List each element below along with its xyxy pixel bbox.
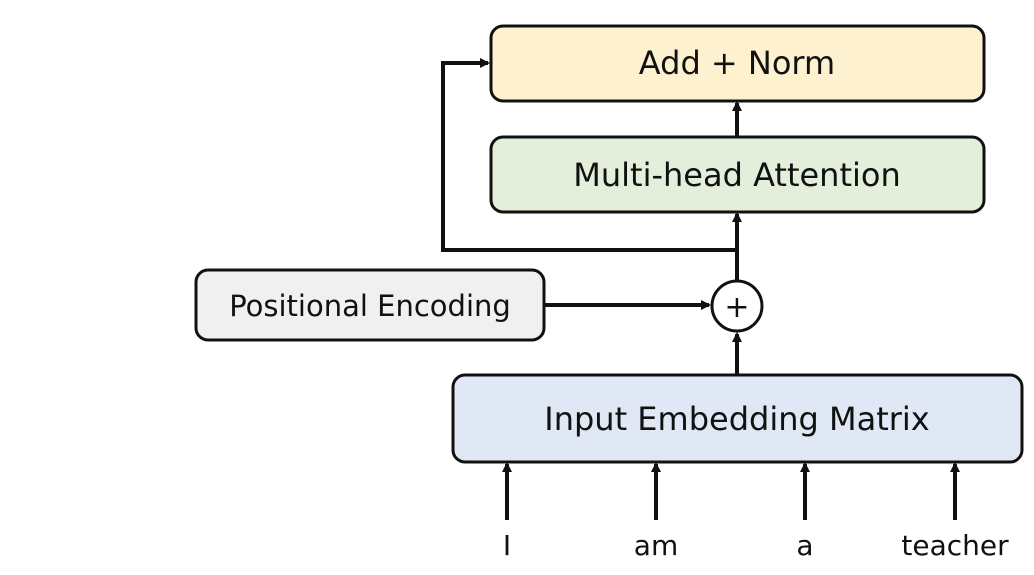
addition-operator: + [710,279,764,333]
positional-encoding-label: Positional Encoding [229,289,511,323]
input-tokens: I am a teacher [503,529,1009,562]
multi-head-attention-label: Multi-head Attention [573,156,901,194]
positional-encoding-block: Positional Encoding [194,268,546,342]
add-norm-block: Add + Norm [489,24,986,103]
token-teacher: teacher [901,529,1009,562]
token-am: am [634,529,678,562]
add-norm-label: Add + Norm [639,44,835,82]
token-i: I [503,529,511,562]
multi-head-attention-block: Multi-head Attention [489,135,986,214]
plus-icon: + [724,290,749,325]
token-a: a [796,529,813,562]
input-embedding-matrix-block: Input Embedding Matrix [451,373,1024,464]
connections [441,58,960,520]
input-embedding-matrix-label: Input Embedding Matrix [544,400,929,438]
input-embedding-matrix-box [451,373,1024,464]
residual-connection-arrow [441,58,737,252]
